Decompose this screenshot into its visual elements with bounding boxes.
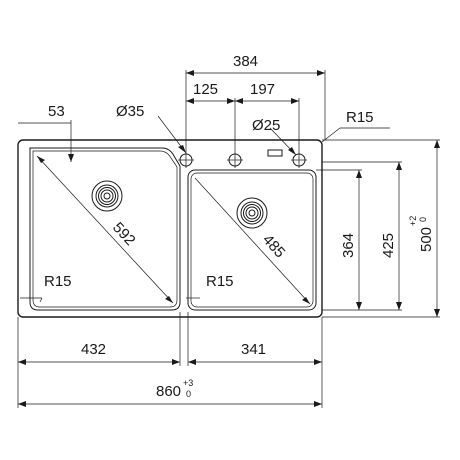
dim-overall-width-label: 860 xyxy=(156,383,181,400)
top-dimensions xyxy=(18,70,390,162)
tap-holes xyxy=(178,149,307,168)
sink-outer-edge xyxy=(17,139,323,318)
right-drain-icon xyxy=(236,197,268,229)
dim-left-bowl-width-label: 432 xyxy=(81,341,106,358)
left-drain-icon xyxy=(91,180,123,212)
dim-outer-radius-label: R15 xyxy=(346,109,374,126)
dim-right-radius-label: R15 xyxy=(206,273,234,290)
dim-bowl-height-label: 425 xyxy=(380,233,397,258)
dim-left-diagonal-label: 592 xyxy=(109,219,139,249)
dim-depth-tol-upper: +2 xyxy=(408,216,418,226)
left-bowl xyxy=(20,147,181,311)
dim-overall-depth-label: 500 xyxy=(418,227,435,252)
dim-width-tol-upper: +3 xyxy=(183,378,193,388)
dim-tap-offset-2-label: 197 xyxy=(250,81,275,98)
right-bowl xyxy=(186,169,317,311)
dim-right-bowl-height-label: 364 xyxy=(340,233,357,258)
dim-depth-tol-lower: 0 xyxy=(418,217,428,222)
sink-outline xyxy=(17,139,323,318)
right-dimensions xyxy=(316,139,440,318)
dim-edge-offset-label: 53 xyxy=(48,103,65,120)
dim-left-radius-label: R15 xyxy=(44,273,72,290)
dim-tap-zone-label: 384 xyxy=(233,53,258,70)
dim-large-hole-label: Ø35 xyxy=(116,103,144,120)
dim-width-tol-lower: 0 xyxy=(186,389,191,399)
dim-right-diagonal-label: 485 xyxy=(259,231,288,261)
dim-small-hole-label: Ø25 xyxy=(252,117,280,134)
overflow-slot-icon xyxy=(267,149,283,157)
dim-tap-offset-1-label: 125 xyxy=(193,81,218,98)
dim-right-bowl-width-label: 341 xyxy=(241,341,266,358)
bottom-dimensions xyxy=(17,312,323,408)
